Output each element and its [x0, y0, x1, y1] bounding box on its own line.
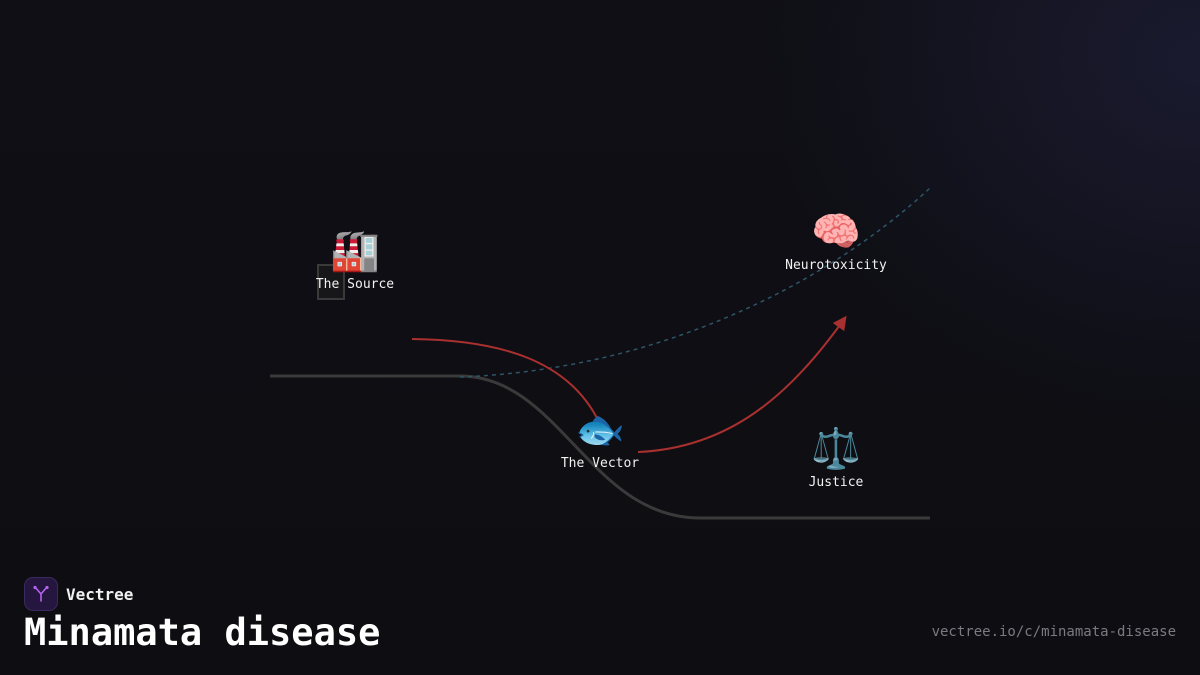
node-label: Neurotoxicity [785, 258, 887, 273]
branching-tree-icon [24, 577, 58, 611]
brain-icon: 🧠 [811, 209, 861, 255]
timeline-curve [270, 374, 930, 520]
page-title: Minamata disease [24, 611, 381, 654]
node-label: The Source [315, 277, 395, 292]
brand[interactable]: Vectree [24, 577, 133, 611]
scales-icon: ⚖️ [811, 426, 861, 472]
dashed-connection [459, 187, 931, 378]
page-url[interactable]: vectree.io/c/minamata-disease [931, 624, 1176, 640]
node-label: The Vector [560, 456, 640, 471]
node-the-source[interactable]: 🏭 The Source [316, 229, 394, 292]
node-the-vector[interactable]: 🐟 The Vector [561, 408, 639, 471]
node-neurotoxicity[interactable]: 🧠 Neurotoxicity [785, 210, 887, 273]
arrow-source-to-vector [411, 338, 601, 425]
factory-icon: 🏭 [330, 228, 380, 274]
source-marker [317, 264, 345, 300]
brand-name: Vectree [66, 584, 134, 604]
fish-icon: 🐟 [575, 407, 625, 453]
arrow-vector-to-neurotoxicity [637, 315, 847, 453]
node-label: Justice [808, 475, 864, 490]
node-justice[interactable]: ⚖️ Justice [809, 427, 864, 490]
